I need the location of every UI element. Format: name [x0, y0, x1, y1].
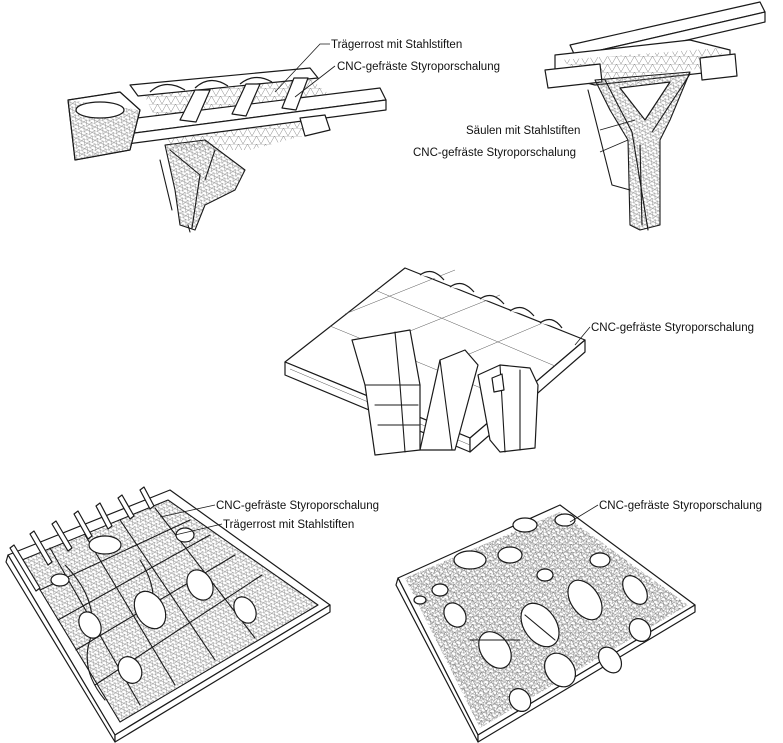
label-bottom-left-grid: Trägerrost mit Stahlstiften: [223, 519, 354, 531]
label-bottom-right-formwork: CNC-gefräste Styroporschalung: [599, 500, 762, 512]
bottom-left-model: [5, 486, 331, 743]
label-top-left-formwork: CNC-gefräste Styroporschalung: [337, 61, 500, 73]
top-left-model: [67, 43, 387, 233]
middle-model: [284, 267, 591, 456]
bottom-right-model: [395, 504, 696, 743]
label-middle-formwork: CNC-gefräste Styroporschalung: [591, 322, 754, 334]
label-bottom-left-formwork: CNC-gefräste Styroporschalung: [216, 500, 379, 512]
label-top-right-columns: Säulen mit Stahlstiften: [466, 125, 580, 137]
top-right-model: [544, 1, 766, 231]
label-top-left-grid: Trägerrost mit Stahlstiften: [331, 39, 462, 51]
label-top-right-formwork: CNC-gefräste Styroporschalung: [413, 147, 576, 159]
